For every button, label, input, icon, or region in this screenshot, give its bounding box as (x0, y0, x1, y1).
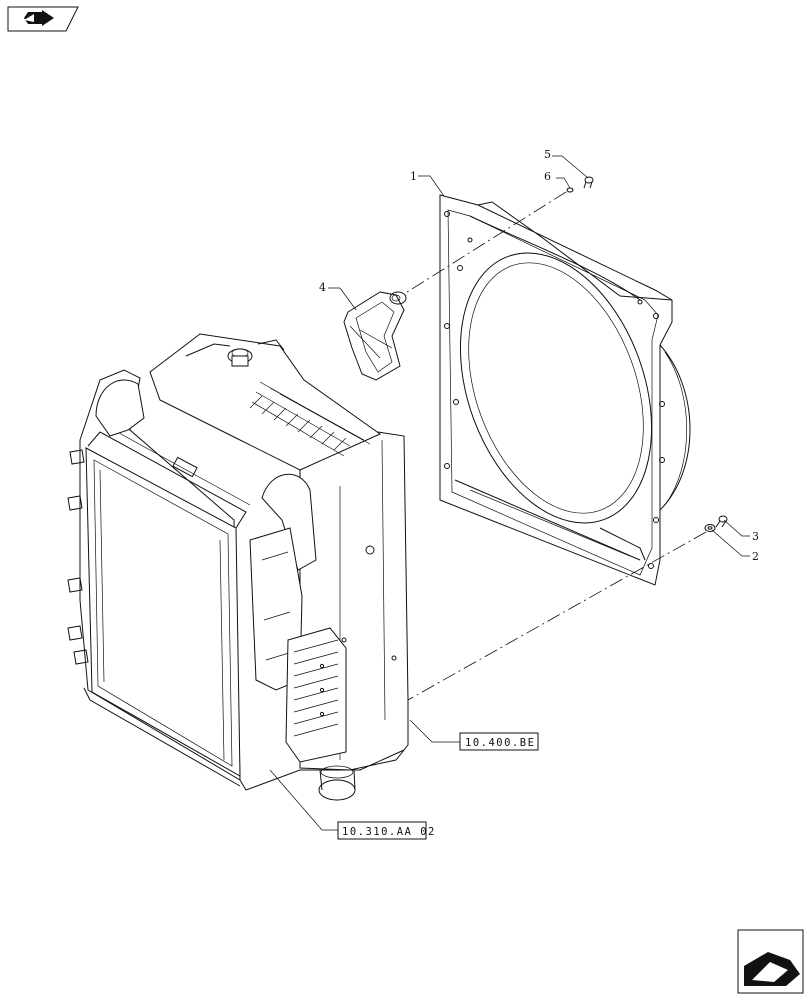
reference-box-10-400-be[interactable]: 10.400.BE (459, 732, 539, 751)
washer-2 (704, 524, 716, 532)
reference-label-10-310-aa-02: 10.310.AA 02 (342, 826, 436, 838)
callout-6: 6 (544, 170, 551, 183)
alignment-line-upper (403, 191, 567, 295)
bolt-3 (715, 515, 728, 528)
callout-3: 3 (752, 530, 759, 543)
alignment-line-lower (407, 531, 707, 701)
callout-2: 2 (752, 550, 759, 563)
next-page-arrow-icon[interactable] (737, 929, 804, 994)
callout-5: 5 (544, 148, 551, 161)
previous-page-arrow-icon[interactable] (7, 6, 79, 32)
bolt-5 (583, 176, 594, 189)
shroud-bracket (343, 291, 407, 381)
radiator-cooling-pack (67, 333, 409, 801)
callout-1: 1 (410, 170, 417, 183)
reference-label-10-400-be: 10.400.BE (465, 737, 535, 749)
callout-4: 4 (319, 281, 326, 294)
fan-shroud (439, 194, 691, 586)
reference-box-10-310-aa-02[interactable]: 10.310.AA 02 (337, 821, 436, 840)
washer-6 (566, 187, 574, 193)
